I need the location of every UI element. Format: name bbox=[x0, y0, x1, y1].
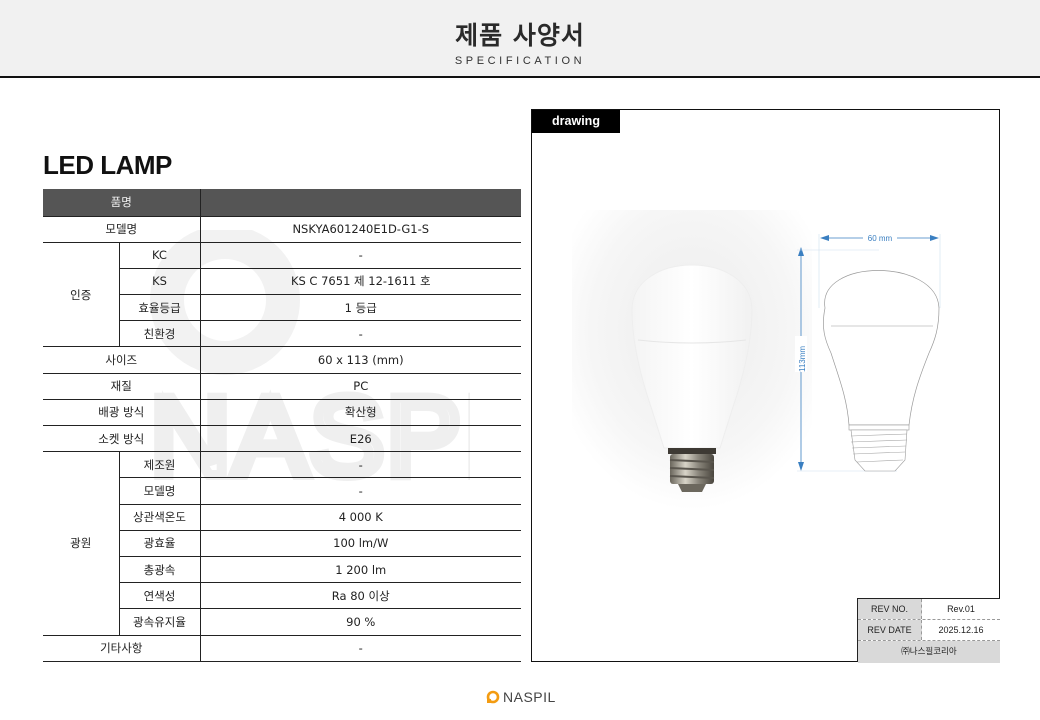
footer-logo: NASPIL bbox=[486, 687, 556, 707]
material-label: 재질 bbox=[43, 373, 200, 400]
product-title: LED LAMP bbox=[43, 150, 172, 180]
certification-label: 인증 bbox=[43, 242, 119, 348]
table-row: 총광속 1 200 lm bbox=[43, 556, 521, 584]
page-subtitle: SPECIFICATION bbox=[454, 55, 586, 67]
ls-manufacturer-value: - bbox=[199, 451, 521, 479]
footer-logo-text: NASPIL bbox=[503, 689, 556, 705]
table-row: 모델명 NSKYA601240E1D-G1-S bbox=[43, 216, 521, 243]
light-source-label: 광원 bbox=[43, 451, 119, 636]
ls-maintenance-label: 광속유지율 bbox=[118, 608, 200, 636]
cert-ks-value: KS C 7651 제 12-1611 호 bbox=[199, 268, 521, 296]
table-row: 연색성 Ra 80 이상 bbox=[43, 582, 521, 610]
ls-cri-label: 연색성 bbox=[118, 582, 200, 610]
size-value: 60 x 113 (mm) bbox=[199, 346, 521, 374]
socket-label: 소켓 방식 bbox=[43, 425, 200, 453]
cert-efficiency-value: 1 등급 bbox=[199, 294, 521, 322]
rev-date-value: 2025.12.16 bbox=[922, 620, 1000, 640]
model-value: NSKYA601240E1D-G1-S bbox=[199, 216, 521, 243]
cert-kc-value: - bbox=[199, 242, 521, 269]
table-row: 친환경 - bbox=[43, 320, 521, 348]
ls-cct-label: 상관색온도 bbox=[118, 504, 200, 531]
rev-no-value: Rev.01 bbox=[922, 599, 1000, 619]
ls-cct-value: 4 000 K bbox=[199, 504, 521, 531]
ls-model-value: - bbox=[199, 477, 521, 505]
spec-table: 품명 모델명 NSKYA601240E1D-G1-S 인증 KC - KS KS… bbox=[43, 189, 521, 662]
model-label: 모델명 bbox=[43, 216, 200, 243]
table-row: 효율등급 1 등급 bbox=[43, 294, 521, 322]
page-title: 제품 사양서 bbox=[455, 21, 585, 50]
table-row: KS KS C 7651 제 12-1611 호 bbox=[43, 268, 521, 296]
other-value: - bbox=[199, 635, 521, 662]
bulb-photo-icon bbox=[572, 210, 812, 510]
product-name-value bbox=[199, 189, 521, 217]
ls-cri-value: Ra 80 이상 bbox=[199, 582, 521, 610]
ls-efficacy-label: 광효율 bbox=[118, 530, 200, 557]
cert-kc-label: KC bbox=[118, 242, 200, 269]
material-value: PC bbox=[199, 373, 521, 400]
product-name-label: 품명 bbox=[43, 189, 200, 217]
table-row: 배광 방식 확산형 bbox=[43, 399, 521, 427]
ls-manufacturer-label: 제조원 bbox=[118, 451, 200, 479]
company-name: ㈜나스필코리아 bbox=[858, 641, 1000, 663]
other-label: 기타사항 bbox=[43, 635, 200, 662]
rev-date-label: REV DATE bbox=[858, 620, 922, 640]
page-header: 제품 사양서 SPECIFICATION bbox=[0, 0, 1040, 78]
table-row: 상관색온도 4 000 K bbox=[43, 504, 521, 531]
bulb-dimension-drawing: 60 mm 113mm bbox=[795, 231, 941, 472]
table-row: 인증 KC - bbox=[43, 242, 521, 348]
revision-block: REV NO. Rev.01 REV DATE 2025.12.16 ㈜나스필코… bbox=[857, 598, 1000, 663]
drawing-label: drawing bbox=[532, 110, 620, 133]
table-row: 모델명 - bbox=[43, 477, 521, 505]
table-header-row: 품명 bbox=[43, 189, 521, 217]
drawing-panel: drawing bbox=[531, 109, 1000, 663]
ls-flux-label: 총광속 bbox=[118, 556, 200, 584]
rev-no-label: REV NO. bbox=[858, 599, 922, 619]
light-distribution-value: 확산형 bbox=[199, 399, 521, 427]
ls-efficacy-value: 100 lm/W bbox=[199, 530, 521, 557]
ls-maintenance-value: 90 % bbox=[199, 608, 521, 636]
svg-text:113mm: 113mm bbox=[798, 346, 807, 372]
ls-model-label: 모델명 bbox=[118, 477, 200, 505]
rev-no-row: REV NO. Rev.01 bbox=[858, 599, 1000, 620]
cert-efficiency-label: 효율등급 bbox=[118, 294, 200, 322]
table-row: 기타사항 - bbox=[43, 635, 521, 662]
ls-flux-value: 1 200 lm bbox=[199, 556, 521, 584]
size-label: 사이즈 bbox=[43, 346, 200, 374]
light-distribution-label: 배광 방식 bbox=[43, 399, 200, 427]
cert-ks-label: KS bbox=[118, 268, 200, 296]
table-row: 광효율 100 lm/W bbox=[43, 530, 521, 557]
rev-date-row: REV DATE 2025.12.16 bbox=[858, 620, 1000, 641]
table-row: 소켓 방식 E26 bbox=[43, 425, 521, 453]
socket-value: E26 bbox=[199, 425, 521, 453]
svg-text:60 mm: 60 mm bbox=[868, 234, 893, 243]
naspil-logo-icon bbox=[486, 690, 500, 704]
cert-eco-value: - bbox=[199, 320, 521, 348]
table-row: 광원 제조원 - bbox=[43, 451, 521, 636]
table-row: 재질 PC bbox=[43, 373, 521, 400]
table-row: 광속유지율 90 % bbox=[43, 608, 521, 636]
cert-eco-label: 친환경 bbox=[118, 320, 200, 348]
table-row: 사이즈 60 x 113 (mm) bbox=[43, 346, 521, 374]
